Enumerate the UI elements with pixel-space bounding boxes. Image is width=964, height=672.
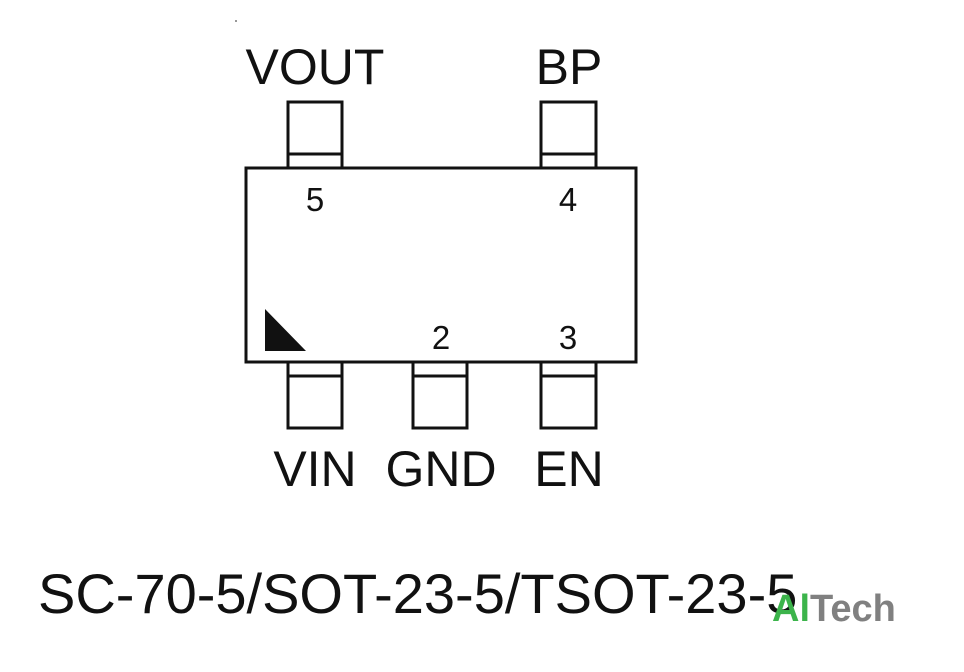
speck: [235, 20, 237, 22]
pin-2-lead: [411, 360, 469, 430]
pin-number-4: 4: [559, 181, 577, 218]
watermark-green-part: Al: [772, 588, 810, 630]
pin-label-bp: BP: [536, 39, 603, 95]
package-title: SC-70-5/SOT-23-5/TSOT-23-5: [38, 562, 797, 625]
pin-1-indicator-icon: [265, 309, 306, 351]
pin-label-vout: VOUT: [246, 39, 385, 95]
pin-number-5: 5: [306, 181, 324, 218]
pin-3-lead: [539, 360, 598, 430]
pin-number-2: 2: [432, 319, 450, 356]
watermark: AlTech: [772, 588, 896, 630]
pin-label-en: EN: [534, 441, 603, 497]
pin-4-lead: [539, 100, 598, 170]
pin-number-3: 3: [559, 319, 577, 356]
pin-1-lead: [286, 360, 344, 430]
pin-label-vin: VIN: [273, 441, 356, 497]
watermark-gray-part: Tech: [810, 588, 896, 630]
pin-label-gnd: GND: [385, 441, 496, 497]
pin-5-lead: [286, 100, 344, 170]
package-body: [244, 166, 638, 364]
